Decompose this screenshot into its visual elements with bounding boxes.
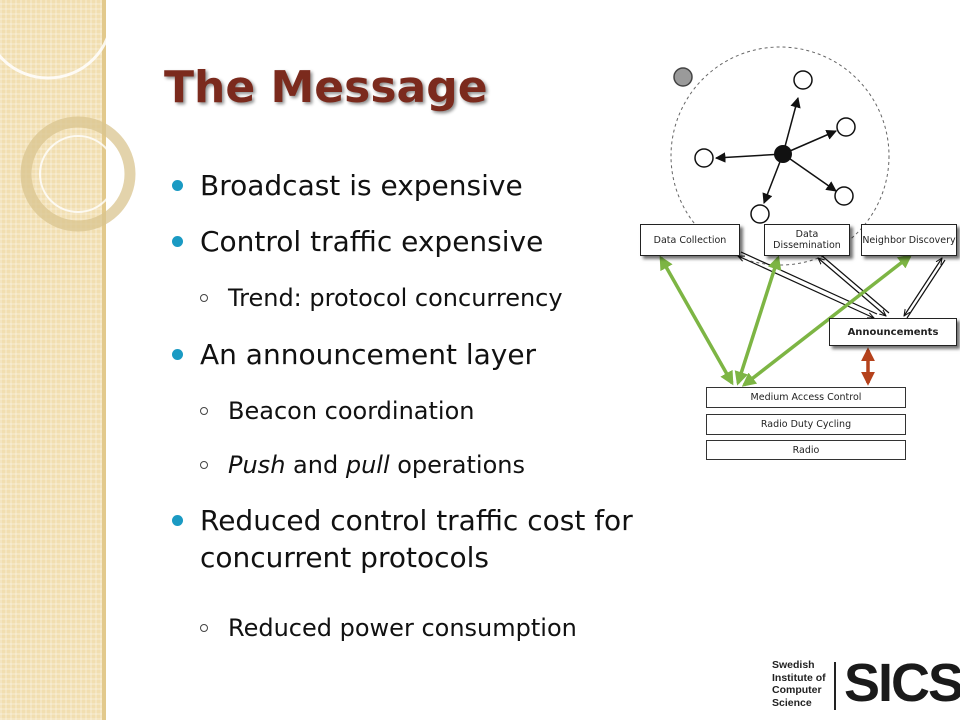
broadcasting-node <box>774 145 792 163</box>
out-of-range-node <box>673 67 693 87</box>
neighbor-node <box>750 204 770 224</box>
decorative-circles <box>0 0 136 232</box>
sub-bullet-item: Trend: protocol concurrency <box>200 283 760 313</box>
bullet-item: Control traffic expensive <box>172 223 776 260</box>
sub-bullet-item: Beacon coordination <box>200 396 760 426</box>
bullet-item: An announcement layer <box>172 336 776 373</box>
neighbor-discovery-box: Neighbor Discovery <box>861 224 957 256</box>
data-collection-box: Data Collection <box>640 224 740 256</box>
neighbor-node <box>793 70 813 90</box>
protocol-to-announcement-arrows <box>738 251 946 319</box>
logo-mark: SICS <box>844 653 960 713</box>
neighbor-node <box>694 148 714 168</box>
bullet-item: Broadcast is expensive <box>172 167 776 204</box>
slide-title: The Message <box>164 62 488 113</box>
sics-logo: Swedish Institute of Computer Science SI… <box>772 653 960 714</box>
announcements-box: Announcements <box>829 318 957 346</box>
neighbor-node <box>836 117 856 137</box>
duty-cycling-layer-box: Radio Duty Cycling <box>706 414 906 435</box>
mac-layer-box: Medium Access Control <box>706 387 906 408</box>
data-dissemination-box: Data Dissemination <box>764 224 850 256</box>
radio-layer-box: Radio <box>706 440 906 460</box>
sub-bullet-item: Push and pull operations <box>200 450 760 480</box>
bullet-item: Reduced control traffic cost for concurr… <box>172 502 756 576</box>
neighbor-node <box>834 186 854 206</box>
logo-divider <box>834 662 836 710</box>
sub-bullet-item: Reduced power consumption <box>200 613 760 643</box>
logo-text: Swedish Institute of Computer Science <box>772 659 826 709</box>
